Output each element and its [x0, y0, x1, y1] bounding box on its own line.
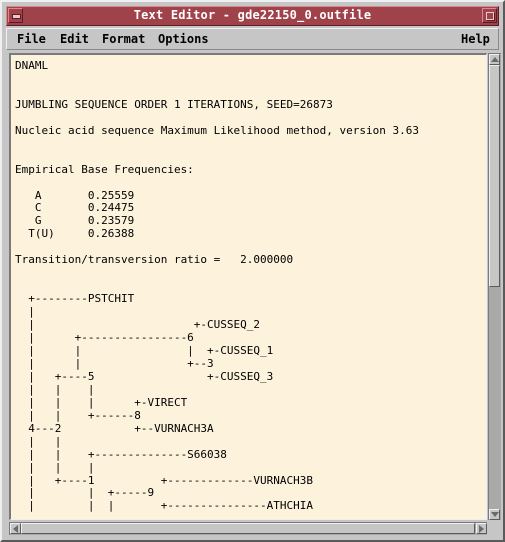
menu-help[interactable]: Help: [461, 32, 490, 46]
arrow-up-icon: [491, 57, 499, 62]
scrollbar-corner: [488, 522, 501, 535]
window-menu-button[interactable]: [8, 8, 23, 23]
vertical-scroll-thumb[interactable]: [489, 65, 500, 287]
scroll-up-button[interactable]: [489, 54, 500, 65]
document-text[interactable]: DNAML JUMBLING SEQUENCE ORDER 1 ITERATIO…: [15, 59, 419, 513]
menu-bar: File Edit Format Options Help: [6, 28, 499, 50]
menu-edit[interactable]: Edit: [60, 32, 89, 46]
arrow-left-icon: [13, 525, 18, 533]
menu-file[interactable]: File: [17, 32, 46, 46]
text-area[interactable]: DNAML JUMBLING SEQUENCE ORDER 1 ITERATIO…: [9, 53, 487, 520]
arrow-right-icon: [479, 525, 484, 533]
title-bar[interactable]: Text Editor - gde22150_0.outfile: [6, 6, 499, 26]
scroll-down-button[interactable]: [489, 509, 500, 520]
menu-options[interactable]: Options: [158, 32, 209, 46]
scroll-right-button[interactable]: [476, 523, 487, 534]
window-title: Text Editor - gde22150_0.outfile: [133, 8, 372, 22]
arrow-down-icon: [491, 512, 499, 517]
window-menu-icon: [12, 14, 21, 19]
scroll-left-button[interactable]: [10, 523, 21, 534]
horizontal-scroll-thumb[interactable]: [21, 523, 475, 534]
vertical-scrollbar[interactable]: [488, 53, 501, 520]
menu-format[interactable]: Format: [102, 32, 146, 46]
maximize-icon: [486, 12, 494, 20]
maximize-button[interactable]: [482, 8, 497, 23]
horizontal-scrollbar[interactable]: [9, 522, 487, 535]
